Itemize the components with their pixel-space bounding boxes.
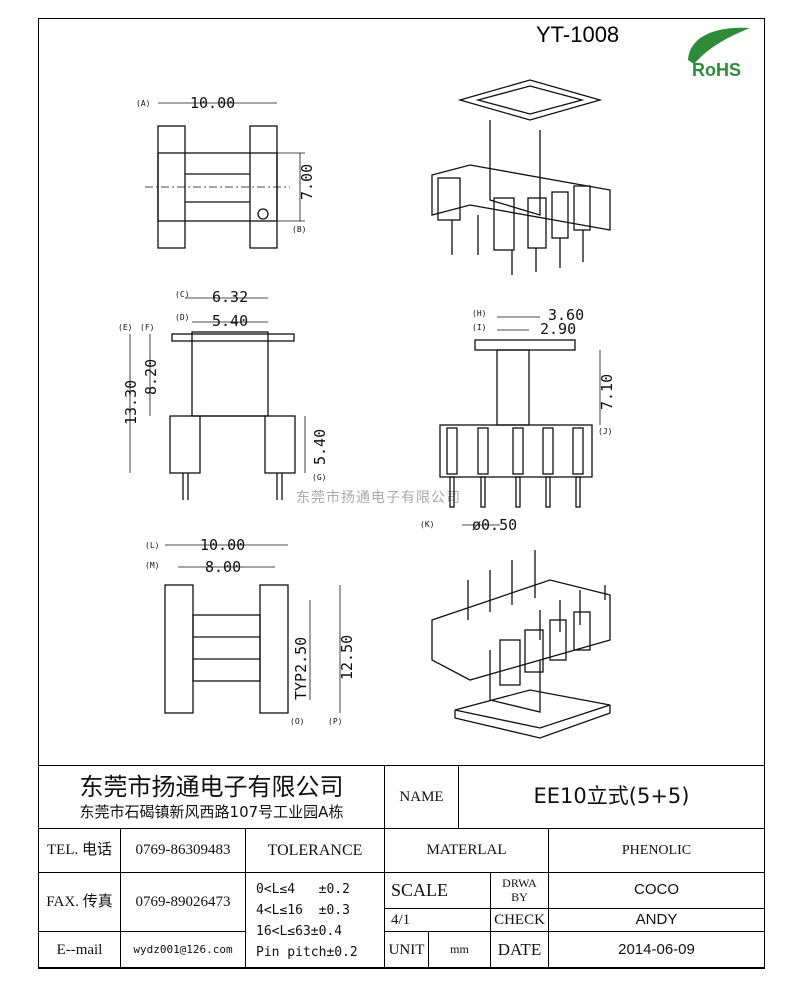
fax-label: FAX. 传真 — [38, 872, 121, 932]
label-m: (M) — [145, 561, 159, 570]
isometric-view-bottom — [431, 550, 611, 739]
pin-slot — [477, 427, 489, 475]
label-j: (J) — [598, 427, 612, 436]
front-view — [129, 297, 306, 500]
pin — [449, 476, 455, 508]
pin — [575, 476, 581, 508]
part-number: YT-1008 — [536, 22, 620, 47]
label-a: (A) — [136, 99, 150, 108]
dim-d: 5.40 — [212, 312, 248, 330]
pin-slot — [542, 427, 554, 475]
scale-value: 4/1 — [384, 908, 491, 932]
unit-label: UNIT — [384, 931, 429, 969]
tel-value: 0769-86309483 — [120, 828, 246, 873]
check-value: ANDY — [548, 908, 765, 932]
pin — [480, 476, 486, 508]
dim-i: 2.90 — [540, 320, 576, 338]
tolerance-row: 4<L≤16 ±0.3 — [256, 902, 350, 918]
label-k: (K) — [420, 520, 434, 529]
drawn-by-label: DRWA BY — [490, 872, 549, 909]
dim-p: 12.50 — [338, 635, 356, 680]
label-g: (G) — [312, 473, 326, 482]
label-e: (E) — [118, 323, 132, 332]
pin — [515, 476, 521, 508]
pin-slot — [446, 427, 458, 475]
dim-top-width: 10.00 — [190, 94, 235, 112]
email-value: wydz001@126.com — [120, 931, 246, 969]
dim-g: 5.40 — [311, 429, 329, 465]
material-value: PHENOLIC — [548, 828, 765, 873]
dim-f: 8.20 — [142, 359, 160, 395]
dim-o: TYP2.50 — [292, 637, 310, 700]
label-l: (L) — [145, 541, 159, 550]
side-view — [439, 316, 601, 526]
label-b: (B) — [292, 225, 306, 234]
isometric-view-top — [431, 79, 611, 275]
dim-h: 3.60 — [548, 306, 584, 324]
dim-j: 7.10 — [598, 374, 616, 410]
dim-e: 13.30 — [122, 380, 140, 425]
company-cell: 东莞市扬通电子有限公司 东莞市石碣镇新风西路107号工业园A栋 — [38, 765, 385, 829]
tolerance-table: 0<L≤4 ±0.2 4<L≤16 ±0.3 16<L≤63±0.4 Pin p… — [245, 872, 385, 969]
label-f: (F) — [140, 323, 154, 332]
unit-value: mm — [428, 931, 491, 969]
label-d: (D) — [175, 313, 189, 322]
label-c: (C) — [175, 290, 189, 299]
label-i: (I) — [472, 323, 486, 332]
label-o: (O) — [290, 717, 304, 726]
part-name: EE10立式(5+5) — [458, 765, 765, 829]
tolerance-row: 0<L≤4 ±0.2 — [256, 881, 350, 897]
dim-top-height: 7.00 — [298, 164, 316, 200]
svg-text:RoHS: RoHS — [692, 60, 741, 80]
pin — [545, 476, 551, 508]
tolerance-row: Pin pitch±0.2 — [256, 944, 358, 960]
email-label: E--mail — [38, 931, 121, 969]
pin-slot — [512, 427, 524, 475]
dim-c: 6.32 — [212, 288, 248, 306]
pin-slot — [572, 427, 584, 475]
technical-drawing: (A) 10.00 7.00 (B) (C) 6.32 (D) 5.40 (E)… — [118, 79, 616, 739]
dim-l: 10.00 — [200, 536, 245, 554]
bottom-view — [164, 544, 341, 714]
date-label: DATE — [490, 931, 549, 969]
fax-value: 0769-89026473 — [120, 872, 246, 932]
dim-k: ø0.50 — [472, 516, 517, 534]
tel-label: TEL. 电话 — [38, 828, 121, 873]
drawn-by-value: COCO — [548, 872, 765, 909]
date-value: 2014-06-09 — [548, 931, 765, 969]
tolerance-label: TOLERANCE — [245, 828, 385, 873]
rohs-logo: RoHS — [688, 27, 755, 80]
name-label: NAME — [384, 765, 459, 829]
check-label: CHECK — [490, 908, 549, 932]
label-h: (H) — [472, 309, 486, 318]
tolerance-row: 16<L≤63±0.4 — [256, 923, 343, 939]
dim-m: 8.00 — [205, 558, 241, 576]
company-address: 东莞市石碣镇新风西路107号工业园A栋 — [79, 802, 344, 821]
sheet-border — [38, 18, 765, 968]
scale-label: SCALE — [384, 872, 491, 909]
label-p: (P) — [328, 717, 342, 726]
material-label: MATERLAL — [384, 828, 549, 873]
watermark: 东莞市扬通电子有限公司 — [296, 490, 461, 506]
top-view — [145, 102, 305, 249]
company-name: 东莞市扬通电子有限公司 — [79, 772, 344, 801]
